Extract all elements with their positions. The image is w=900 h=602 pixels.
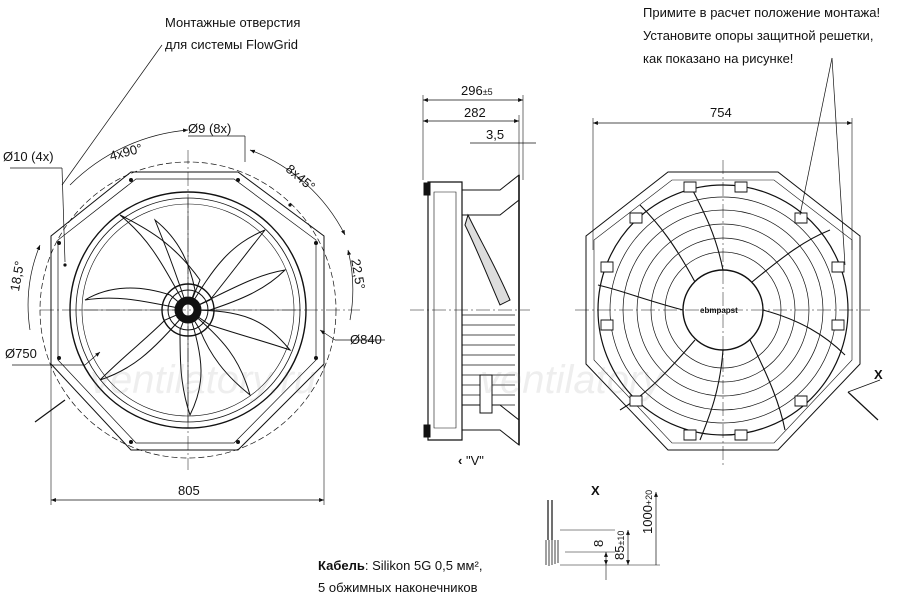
dim-hole9-label: Ø9 (8x) [188, 121, 232, 136]
view-v-label: ‹ "V" [458, 454, 484, 468]
leader-warning-b [832, 58, 845, 265]
note-mounting-holes-line2: для системы FlowGrid [165, 37, 299, 52]
leader-hole10-b [62, 168, 65, 262]
side-guard-ribs [462, 315, 515, 405]
dim-1000-tolerance: +20 [644, 489, 654, 506]
cable-note-label: Кабель [318, 558, 365, 573]
dim-dia840-label: Ø840 [350, 332, 382, 347]
dim-805-label: 805 [178, 483, 200, 498]
dim-85-value: 85 [612, 545, 627, 560]
view-v-arrow: ‹ [458, 453, 463, 468]
dim-arc-4x90 [70, 128, 188, 185]
dim-296-tolerance: ±5 [482, 87, 493, 97]
rear-housing-outline [586, 172, 860, 450]
dim-1000-value: 1000 [640, 505, 655, 534]
dim-282-label: 282 [464, 105, 486, 120]
front-section-arrow [35, 400, 65, 422]
side-bracket-bottom [424, 425, 430, 437]
leader-warning-a [800, 58, 832, 215]
dim-85-tolerance: ±10 [616, 530, 626, 546]
rear-guard-supports [601, 182, 844, 440]
cable-note-spec: : Silikon 5G 0,5 мм², [364, 558, 483, 573]
leader-flowgrid [62, 45, 162, 185]
rear-section-x-label: X [874, 367, 883, 382]
leader-dia840-b [320, 330, 335, 340]
dim-1000-label: 1000+20 [640, 489, 656, 534]
dim-arc-8x45 [250, 150, 345, 235]
note-warning-line2: Установите опоры защитной решетки, [643, 28, 874, 43]
side-terminal-box [480, 375, 492, 413]
note-warning-line1: Примите в расчет положение монтажа! [643, 5, 881, 20]
cable-note-line1: Кабель: Silikon 5G 0,5 мм², [318, 558, 482, 574]
rear-section-x-arrow [848, 392, 878, 420]
dim-8-label: 8 [591, 539, 606, 547]
rear-housing-inner [594, 180, 852, 443]
dim-85-label: 85±10 [612, 530, 628, 560]
note-warning-line3: как показано на рисунке! [643, 51, 794, 66]
front-view [10, 45, 385, 505]
dim-dia750-label: Ø750 [5, 346, 37, 361]
rear-guard-spokes [598, 185, 845, 440]
side-view [410, 95, 536, 445]
dim-296-value: 296 [461, 83, 483, 98]
side-bracket-top [424, 183, 430, 195]
rear-brand-text: ebmpapst [700, 306, 738, 315]
view-v-text: "V" [465, 453, 484, 468]
watermark-left: ventilatory.ru [90, 358, 317, 402]
dim-arc-22-5 [347, 250, 353, 320]
detail-x-title: X [591, 483, 600, 498]
dim-296-label: 296±5 [461, 84, 493, 99]
side-nozzle-top [462, 175, 519, 215]
cable-note-line2: 5 обжимных наконечников [318, 580, 478, 595]
cable-detail [546, 492, 660, 580]
dim-754-label: 754 [710, 105, 732, 120]
dim-arc-18-5 [28, 245, 40, 330]
cable-wires [546, 540, 558, 566]
watermark-right: ventilatory [480, 358, 663, 402]
rear-section-x-arrow-2 [848, 380, 880, 392]
side-motor-body [428, 182, 462, 440]
leader-dia750-b [85, 352, 100, 365]
rear-view [575, 58, 880, 465]
side-blade-upper [465, 215, 510, 305]
dim-hole10-label: Ø10 (4x) [3, 149, 54, 164]
dim-3-5-label: 3,5 [486, 127, 505, 142]
note-mounting-holes-line1: Монтажные отверстия [165, 15, 301, 30]
